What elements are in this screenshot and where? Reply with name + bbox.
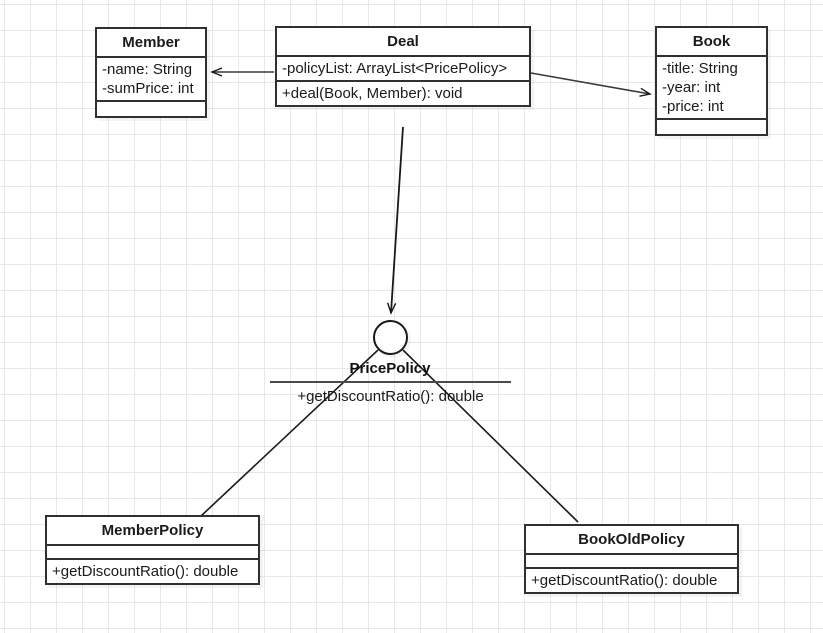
class-name-memberpolicy: MemberPolicy — [47, 517, 258, 546]
interface-operation-pricepolicy: +getDiscountRatio(): double — [297, 388, 484, 405]
class-box-bookoldpolicy[interactable]: BookOldPolicy +getDiscountRatio(): doubl… — [524, 524, 739, 594]
attribute-item: -name: String — [102, 61, 193, 78]
interface-name-pricepolicy: PricePolicy — [349, 360, 431, 377]
class-attributes-memberpolicy — [47, 546, 258, 560]
operation-item: +getDiscountRatio(): double — [52, 563, 239, 580]
class-box-deal[interactable]: Deal -policyList: ArrayList<PricePolicy>… — [275, 26, 531, 107]
class-box-book[interactable]: Book -title: String -year: int -price: i… — [655, 26, 768, 136]
class-attributes-book: -title: String -year: int -price: int — [657, 57, 766, 120]
class-operations-deal: +deal(Book, Member): void — [277, 82, 529, 105]
attribute-item: -title: String — [662, 60, 738, 77]
interface-divider — [270, 381, 511, 383]
edge-deal-to-pricepolicy — [386, 126, 404, 315]
class-name-book: Book — [657, 28, 766, 57]
class-attributes-deal: -policyList: ArrayList<PricePolicy> — [277, 57, 529, 82]
attribute-item: -price: int — [662, 98, 724, 115]
class-operations-member — [97, 102, 205, 116]
class-attributes-bookoldpolicy — [526, 555, 737, 569]
class-name-deal: Deal — [277, 28, 529, 57]
class-operations-bookoldpolicy: +getDiscountRatio(): double — [526, 569, 737, 592]
class-operations-memberpolicy: +getDiscountRatio(): double — [47, 560, 258, 583]
attribute-item: -policyList: ArrayList<PricePolicy> — [282, 60, 508, 77]
interface-ball-pricepolicy[interactable] — [373, 320, 408, 355]
class-name-bookoldpolicy: BookOldPolicy — [526, 526, 737, 555]
class-operations-book — [657, 120, 766, 134]
edge-deal-to-book — [530, 72, 652, 97]
class-name-member: Member — [97, 29, 205, 58]
class-box-member[interactable]: Member -name: String -sumPrice: int — [95, 27, 207, 118]
operation-item: +getDiscountRatio(): double — [531, 572, 718, 589]
class-box-memberpolicy[interactable]: MemberPolicy +getDiscountRatio(): double — [45, 515, 260, 585]
attribute-item: -year: int — [662, 79, 721, 96]
operation-item: +deal(Book, Member): void — [282, 85, 463, 102]
class-attributes-member: -name: String -sumPrice: int — [97, 58, 205, 102]
attribute-item: -sumPrice: int — [102, 80, 194, 97]
